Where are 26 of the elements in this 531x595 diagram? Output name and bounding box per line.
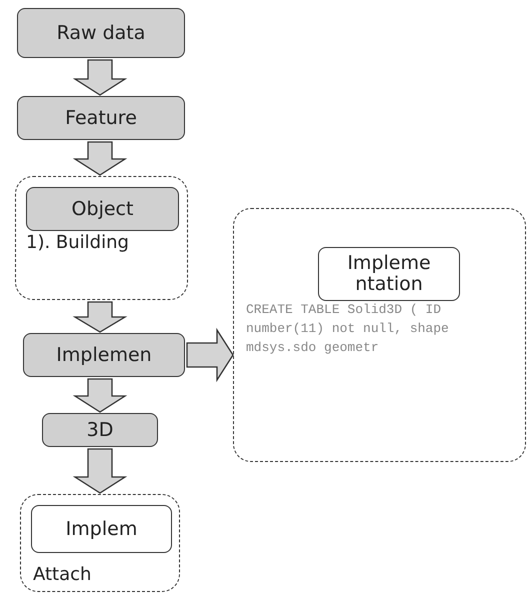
process-box <box>17 96 185 140</box>
process-box <box>17 8 185 58</box>
group-label: 1). Building <box>26 233 130 254</box>
box-label: Object <box>72 198 134 220</box>
process-box <box>42 413 158 447</box>
box-label: Implemen <box>56 344 152 366</box>
process-box <box>23 333 185 377</box>
dashed-group <box>20 494 180 592</box>
box-label: Raw data <box>56 22 146 44</box>
block-arrow <box>72 378 128 413</box>
process-box <box>31 505 172 553</box>
block-arrow <box>186 328 234 382</box>
code-text: CREATE TABLE Solid3D ( ID number(11) not null, shape mdsys.sdo geometr <box>246 301 450 357</box>
box-label: 3D <box>86 420 114 440</box>
process-box <box>318 247 460 301</box>
group-label: Attach <box>33 565 92 586</box>
box-label: Feature <box>65 108 137 128</box>
dashed-group <box>15 176 188 300</box>
block-arrow <box>72 301 128 333</box>
block-arrow <box>72 141 128 176</box>
block-arrow <box>72 448 128 494</box>
dashed-group <box>233 208 526 462</box>
box-label: Implem <box>66 518 138 540</box>
box-label: Impleme ntation <box>346 253 432 295</box>
process-box <box>26 187 179 231</box>
block-arrow <box>72 59 128 96</box>
